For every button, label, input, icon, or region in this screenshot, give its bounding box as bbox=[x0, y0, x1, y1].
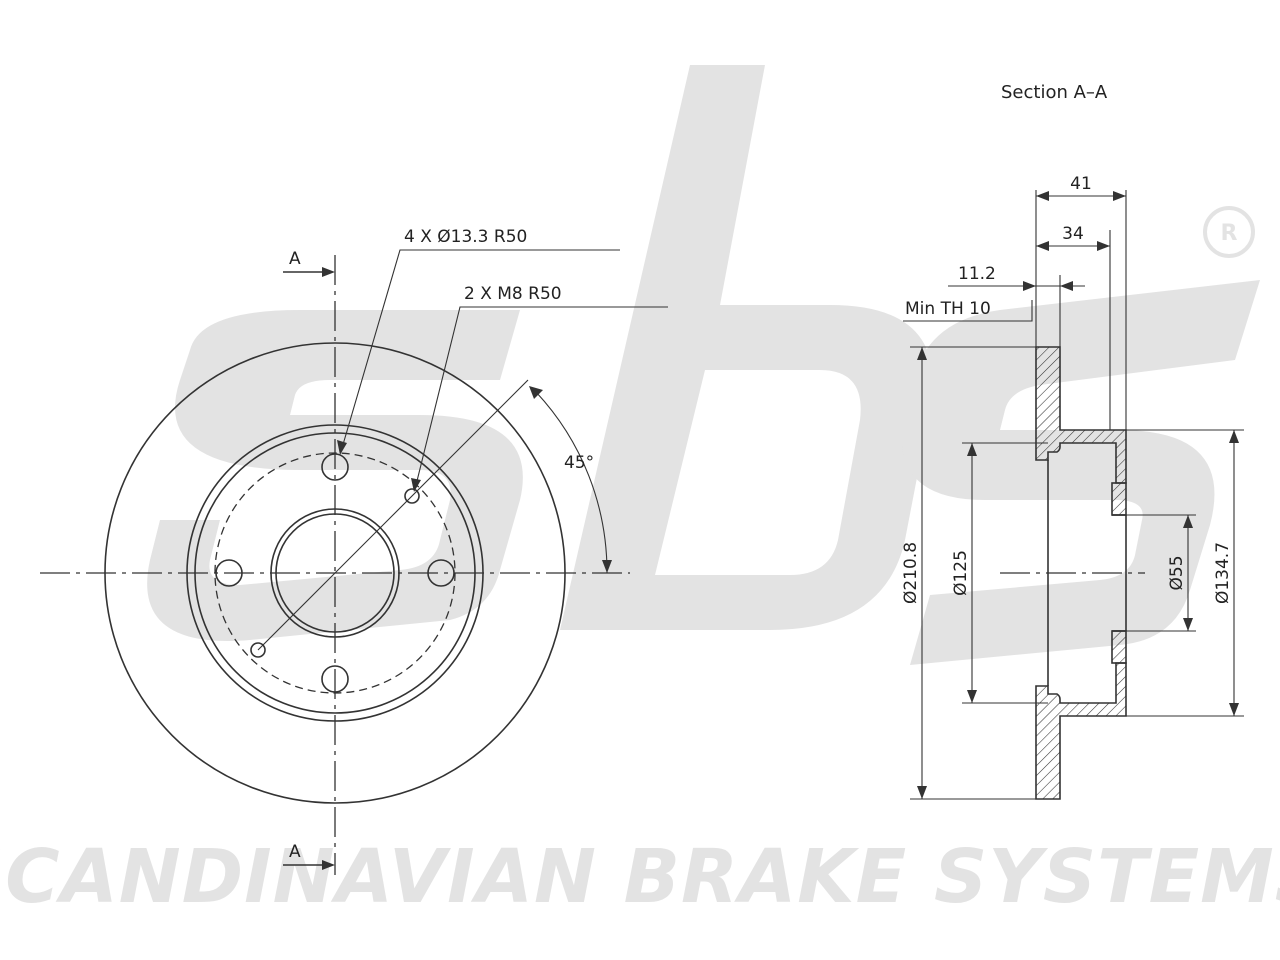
section-mark-top-arrow bbox=[322, 267, 335, 277]
center-bore bbox=[270, 508, 400, 638]
sbs-logo-watermark: R bbox=[147, 65, 1260, 665]
min-thickness-label: Min TH 10 bbox=[905, 299, 991, 319]
center-bore-label: Ø55 bbox=[1167, 555, 1187, 590]
threaded-hole-upper bbox=[404, 488, 420, 504]
hat-height-label: 34 bbox=[1062, 224, 1084, 244]
angle-arrow-bottom bbox=[602, 560, 612, 573]
bolt-hole-top bbox=[321, 453, 349, 481]
registered-mark-circle bbox=[1203, 206, 1255, 258]
section-mark-bottom-arrow bbox=[322, 860, 335, 870]
brand-line: SCANDINAVIAN BRAKE SYSTEMS bbox=[0, 834, 1280, 920]
dim-134-arrow-b bbox=[1229, 703, 1239, 716]
logo-letter-b bbox=[560, 65, 933, 630]
threaded-hole-lower bbox=[250, 642, 266, 658]
disc-thickness-label: 11.2 bbox=[958, 264, 996, 284]
threaded-holes-leader-arrow bbox=[411, 478, 421, 492]
threaded-holes-leader bbox=[415, 306, 668, 486]
disc-section-lower bbox=[1035, 662, 1127, 800]
dim-125-arrow-b bbox=[967, 690, 977, 703]
front-view: 45° 4 X Ø13.3 R50 2 X M8 R50 A A bbox=[40, 227, 668, 875]
section-mark-bottom: A bbox=[289, 842, 301, 862]
angle-arrow-top bbox=[529, 386, 543, 399]
section-title: Section A–A bbox=[1001, 82, 1108, 103]
center-bore-chamfer bbox=[275, 513, 395, 633]
dim-210-arrow-t bbox=[917, 347, 927, 360]
hub-flange-lower bbox=[1111, 630, 1127, 664]
hat-inner-ring bbox=[194, 432, 476, 714]
overall-height-label: 41 bbox=[1070, 174, 1092, 194]
dim-41-arrow-r bbox=[1113, 191, 1126, 201]
hub-flange-upper bbox=[1111, 482, 1127, 516]
bolt-hole-right bbox=[427, 559, 455, 587]
threaded-holes-label: 2 X M8 R50 bbox=[464, 284, 562, 304]
bolt-hole-bottom bbox=[321, 665, 349, 693]
registered-mark: R bbox=[1221, 221, 1238, 246]
dim-34-arrow-l bbox=[1036, 241, 1049, 251]
hat-diameter-label: Ø125 bbox=[951, 550, 971, 596]
disc-section-upper bbox=[1035, 346, 1127, 484]
dim-125-arrow-t bbox=[967, 443, 977, 456]
section-view: Section A–A 41 34 11.2 Min bbox=[901, 82, 1244, 800]
min-th-leader bbox=[903, 300, 1033, 322]
angle-label: 45° bbox=[564, 453, 594, 473]
dim-55-arrow-t bbox=[1183, 515, 1193, 528]
dim-210-arrow-b bbox=[917, 786, 927, 799]
bolt-area-diameter-label: Ø134.7 bbox=[1213, 542, 1233, 604]
bolt-holes-leader bbox=[341, 249, 620, 449]
dim-55-arrow-b bbox=[1183, 618, 1193, 631]
diagonal-45-line bbox=[257, 379, 529, 651]
bolt-hole-left bbox=[215, 559, 243, 587]
disc-outer-edge bbox=[104, 342, 566, 804]
dim-11-arrow-l bbox=[1023, 281, 1036, 291]
dim-41-arrow-l bbox=[1036, 191, 1049, 201]
hat-outer-ring bbox=[186, 424, 484, 722]
angle-arc bbox=[535, 391, 608, 574]
outer-diameter-label: Ø210.8 bbox=[901, 542, 921, 604]
logo-letter-s2 bbox=[901, 280, 1260, 665]
logo-letter-s1 bbox=[147, 310, 523, 641]
dim-34-arrow-r bbox=[1097, 241, 1110, 251]
dim-134-arrow-t bbox=[1229, 430, 1239, 443]
hidden-hat-ring bbox=[214, 452, 456, 694]
section-mark-top: A bbox=[289, 249, 301, 269]
bolt-holes-leader-arrow bbox=[337, 440, 347, 455]
bolt-holes-label: 4 X Ø13.3 R50 bbox=[404, 227, 527, 247]
dim-11-arrow-r bbox=[1060, 281, 1073, 291]
